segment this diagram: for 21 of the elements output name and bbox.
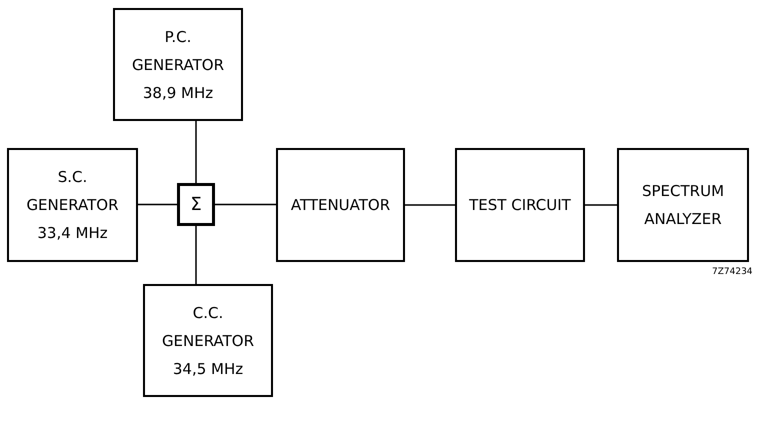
block-label: TEST CIRCUIT [468, 195, 572, 216]
block-label: SPECTRUM ANALYZER [640, 181, 726, 230]
connector-line [585, 204, 617, 206]
block-box [455, 148, 585, 262]
block-label: S.C. GENERATOR 33,4 MHz [25, 167, 120, 244]
block-label: ATTENUATOR [290, 195, 392, 216]
block-box [617, 148, 749, 262]
connector-line [195, 226, 197, 284]
block-box [113, 8, 243, 121]
connector-line [405, 204, 455, 206]
block-label: Σ [190, 193, 202, 217]
block-box [276, 148, 405, 262]
block-box [7, 148, 138, 262]
summing-junction-box [177, 183, 215, 226]
figure-code: 7Z74234 [712, 266, 753, 279]
connector-line [195, 121, 197, 183]
connector-line [138, 204, 177, 206]
block-label: C.C. GENERATOR 34,5 MHz [160, 302, 256, 380]
connector-line [215, 204, 276, 206]
block-label: P.C. GENERATOR 38,9 MHz [130, 26, 226, 104]
block-box [143, 284, 273, 397]
